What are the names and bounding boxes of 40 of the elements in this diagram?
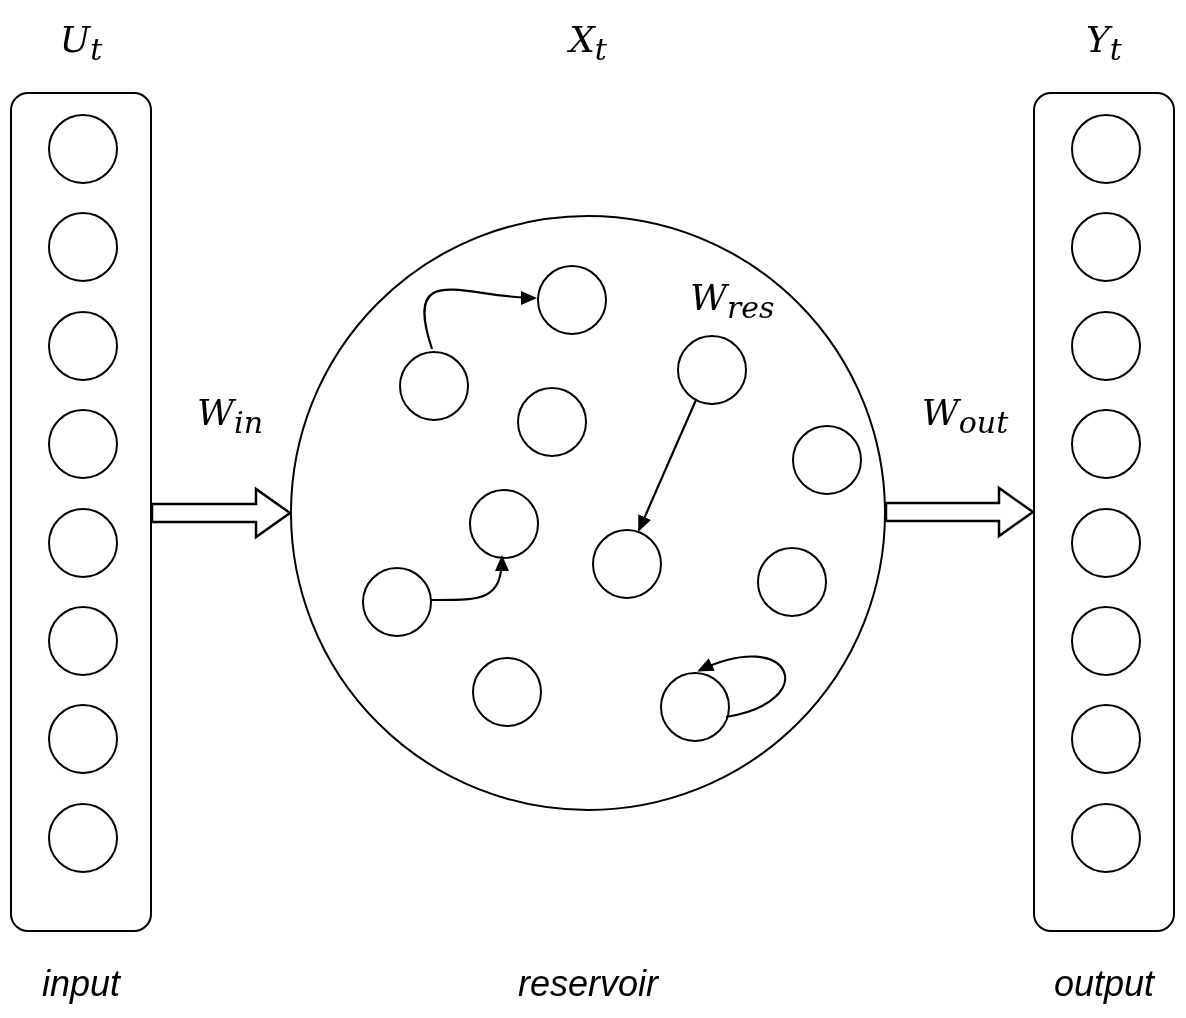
arrow xyxy=(423,288,537,350)
neuron-circle xyxy=(1071,802,1141,873)
neuron-circle xyxy=(757,547,827,617)
neuron-circle xyxy=(592,529,662,599)
arrow xyxy=(697,655,787,719)
neuron-circle xyxy=(792,425,862,495)
neuron-circle xyxy=(48,310,118,381)
neuron-circle xyxy=(660,672,730,742)
neuron-circle xyxy=(48,704,118,775)
arrow xyxy=(430,555,509,602)
neuron-circle xyxy=(48,212,118,283)
neuron-circle xyxy=(1071,704,1141,775)
layer-caption: input xyxy=(41,966,121,1002)
neuron-circle xyxy=(517,387,587,457)
neuron-circle xyxy=(48,507,118,578)
variable-label: U$_{t}$ xyxy=(59,22,103,66)
neuron-circle xyxy=(1071,114,1141,184)
neuron-circle xyxy=(362,567,432,637)
neuron-circle xyxy=(399,351,469,421)
variable-label: Y$_{t}$ xyxy=(1086,22,1122,66)
neuron-circle xyxy=(537,265,607,335)
neuron-circle xyxy=(677,335,747,405)
neuron-circle xyxy=(1071,212,1141,283)
block-arrow xyxy=(884,485,1036,539)
neuron-circle xyxy=(1071,409,1141,480)
block-arrow xyxy=(150,486,293,540)
weight-label: W$_{res}$ xyxy=(690,280,775,324)
neuron-circle xyxy=(1071,310,1141,381)
neuron-circle xyxy=(472,657,542,727)
arrow xyxy=(638,399,697,532)
neuron-circle xyxy=(48,802,118,873)
neuron-circle xyxy=(1071,606,1141,676)
neuron-circle xyxy=(48,114,118,184)
variable-label: X$_{t}$ xyxy=(569,22,607,66)
neuron-circle xyxy=(48,606,118,676)
neuron-circle xyxy=(1071,507,1141,578)
layer-caption: output xyxy=(1053,966,1155,1002)
layer-caption: reservoir xyxy=(518,966,658,1002)
neuron-circle xyxy=(469,489,539,559)
neuron-circle xyxy=(48,409,118,480)
